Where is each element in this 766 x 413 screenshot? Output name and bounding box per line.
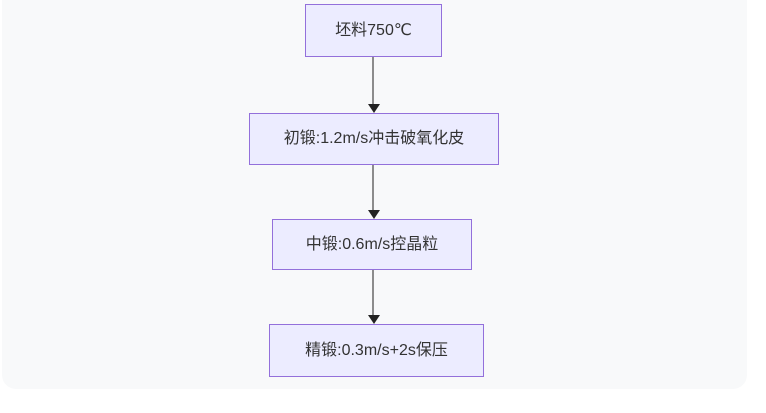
arrow-down-icon <box>368 315 380 324</box>
arrow-down-icon <box>368 210 380 219</box>
flow-node-label: 精锻:0.3m/s+2s保压 <box>305 341 448 359</box>
flowchart-canvas: 坯料750℃ 初锻:1.2m/s冲击破氧化皮 中锻:0.6m/s控晶粒 精锻:0… <box>2 0 747 389</box>
flow-node-middle-forging: 中锻:0.6m/s控晶粒 <box>272 219 472 270</box>
flow-node-label: 初锻:1.2m/s冲击破氧化皮 <box>283 130 465 148</box>
flow-node-label: 中锻:0.6m/s控晶粒 <box>305 235 439 253</box>
flow-node-label: 坯料750℃ <box>335 21 412 39</box>
flow-edge-line <box>372 165 374 210</box>
arrow-down-icon <box>368 104 380 113</box>
flow-node-billet: 坯料750℃ <box>305 4 442 57</box>
flow-edge-line <box>372 57 374 104</box>
flow-node-precision-forging: 精锻:0.3m/s+2s保压 <box>269 324 484 377</box>
flow-node-initial-forging: 初锻:1.2m/s冲击破氧化皮 <box>249 113 499 165</box>
flow-edge-line <box>372 270 374 315</box>
